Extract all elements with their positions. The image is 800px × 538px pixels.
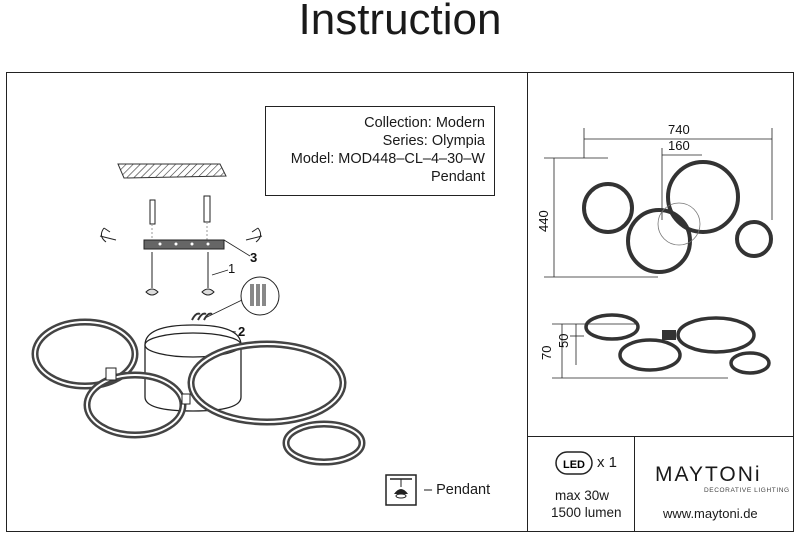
step-1-label: 1 [228, 261, 235, 276]
top-ring-2 [626, 208, 692, 274]
pendant-lamp-icon [385, 474, 417, 506]
top-ring-1 [582, 182, 634, 234]
top-ring-3 [666, 160, 740, 234]
led-badge-text: LED [563, 459, 585, 471]
brand-tagline: DECORATIVE LIGHTING [704, 487, 790, 494]
diagram-frame [6, 72, 794, 532]
side-ring-4 [729, 351, 771, 375]
offset-dimension: 160 [668, 138, 690, 153]
website-link[interactable]: www.maytoni.de [663, 506, 758, 521]
ring-joint [181, 393, 191, 405]
brand-logo: MAYTONi [655, 463, 762, 486]
ring-joint [105, 367, 117, 381]
divider-right-horizontal [527, 436, 793, 437]
divider-bottom-vertical [634, 436, 635, 531]
side-view-drawing: 70 50 [539, 313, 771, 379]
collection-label: Collection: Modern [364, 115, 485, 131]
rotate-arrow-icon [99, 227, 263, 243]
side-ring-3 [676, 316, 756, 354]
depth-ring-dimension: 50 [556, 334, 571, 348]
screw-right [201, 252, 215, 296]
top-canopy [657, 202, 701, 246]
led-count: x 1 [597, 454, 618, 471]
model-label: Model: MOD448–CL–4–30–W [290, 151, 485, 167]
ceiling-hatch [117, 163, 227, 179]
side-canopy [662, 330, 676, 340]
mounting-bracket [143, 239, 225, 250]
wall-anchor-left [149, 199, 156, 225]
wall-anchor-right [203, 195, 211, 223]
ring-2 [83, 371, 187, 439]
type-label: Pendant [430, 169, 485, 185]
ring-4 [282, 420, 366, 466]
ring-3 [187, 340, 347, 426]
top-ring-4 [735, 220, 773, 258]
divider-vertical [527, 73, 528, 531]
height-dimension: 440 [536, 210, 551, 232]
max-power: max 30w [555, 488, 610, 503]
product-info-box: Collection: Modern Series: Olympia Model… [265, 106, 495, 196]
ring-1 [31, 318, 139, 390]
step-2-label: 2 [238, 324, 245, 339]
step-3-label: 3 [250, 250, 257, 265]
lumen-output: 1500 lumen [551, 505, 622, 520]
width-dimension: 740 [668, 122, 690, 137]
power-wires [191, 312, 213, 321]
top-view-drawing: 740 160 440 [536, 122, 773, 278]
connector-callout [204, 276, 280, 319]
page-title: Instruction [298, 0, 502, 44]
screw-left [145, 252, 159, 296]
pendant-legend-label: – Pendant [424, 482, 491, 498]
depth-total-dimension: 70 [539, 346, 554, 360]
side-ring-2 [618, 338, 682, 372]
side-ring-1 [584, 313, 640, 341]
led-badge-icon: LED [555, 451, 593, 475]
series-label: Series: Olympia [382, 133, 485, 149]
